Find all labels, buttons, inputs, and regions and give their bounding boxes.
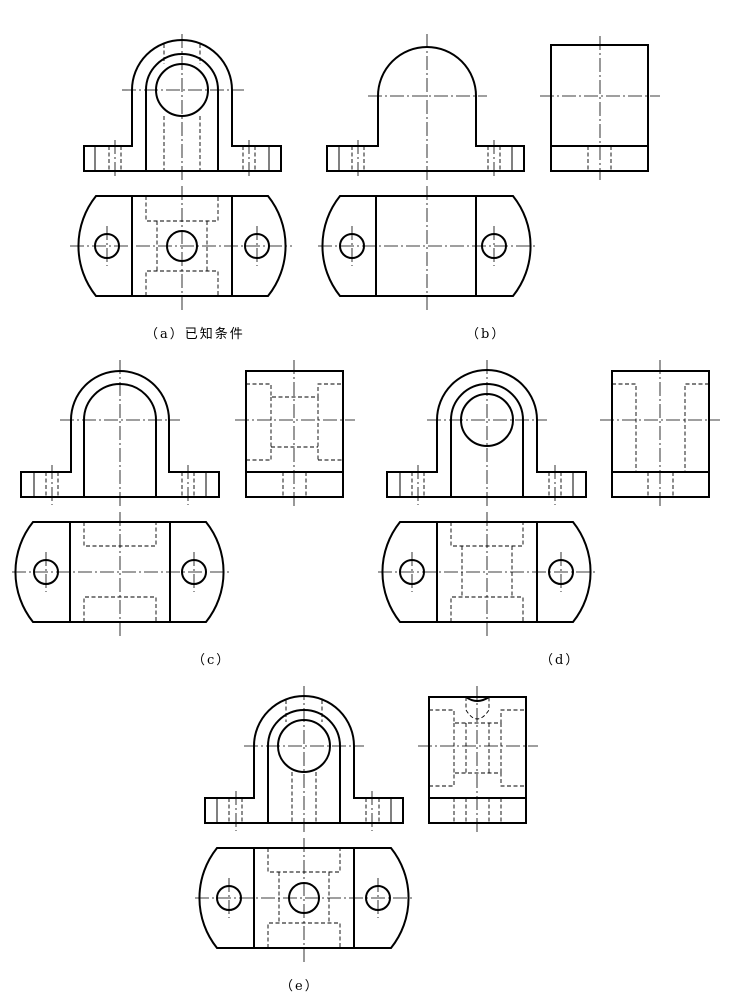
figure-d-front-view (386, 360, 587, 508)
caption-a: （a）已知条件 (145, 326, 245, 342)
figure-b-front-view (326, 34, 525, 180)
figure-c: （c） (12, 360, 355, 668)
figure-e-top-view (195, 838, 415, 962)
figure-b-side-view (540, 36, 660, 180)
caption-e: （e） (280, 979, 320, 994)
figure-b: （b） (318, 34, 660, 342)
figure-c-top-view (12, 512, 230, 636)
figure-d: （d） (378, 360, 720, 668)
figure-e-front-view (204, 686, 404, 834)
caption-c: （c） (192, 653, 231, 668)
caption-b: （b） (466, 327, 506, 342)
figure-d-top-view (378, 512, 598, 636)
figure-e-side-view (418, 686, 538, 834)
figure-e: （e） (195, 686, 538, 994)
figure-d-side-view (600, 360, 720, 508)
figure-a-front-view (83, 34, 282, 182)
figure-b-top-view (318, 186, 536, 310)
figure-c-front-view (20, 360, 220, 508)
caption-d: （d） (540, 653, 580, 668)
figure-a-top-view (70, 186, 292, 310)
figure-a: （a）已知条件 (70, 34, 292, 342)
figure-c-side-view (235, 360, 355, 508)
